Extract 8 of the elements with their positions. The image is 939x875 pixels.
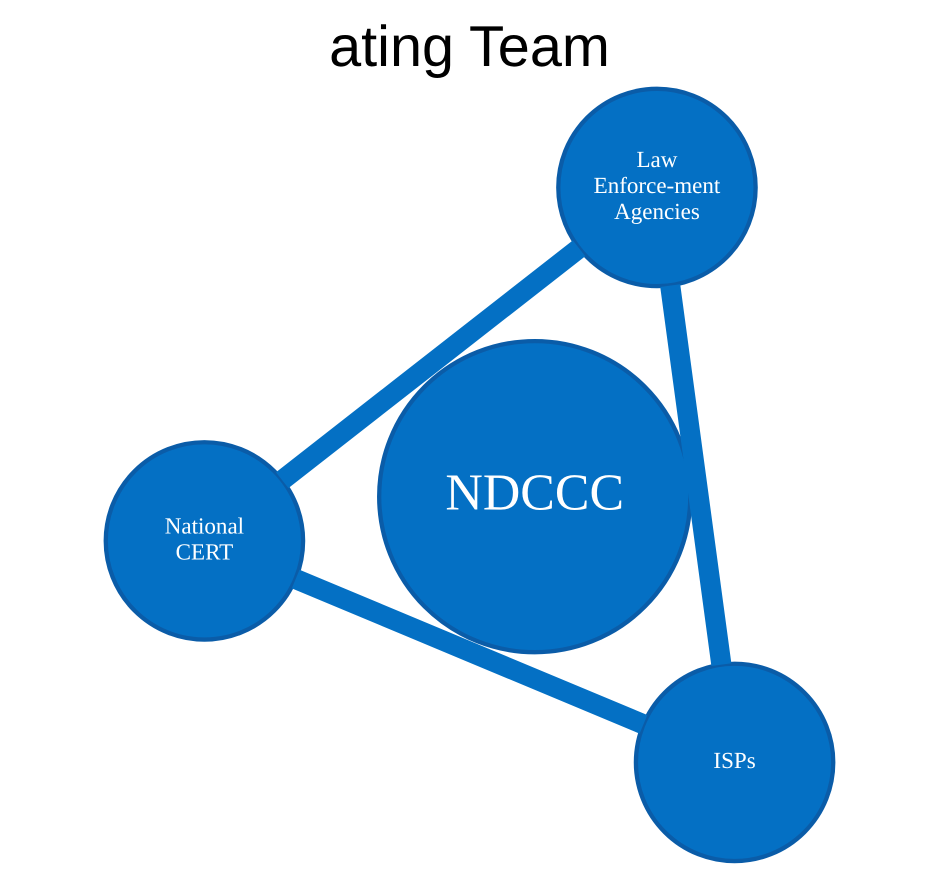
node-circle: Law Enforce-ment Agencies (556, 86, 758, 288)
connector (276, 240, 586, 488)
node-circle: ISPs (634, 662, 836, 864)
connector (660, 284, 732, 666)
connector (292, 570, 648, 734)
node-circle: NDCCC (377, 338, 692, 654)
diagram-title: ating Team (329, 14, 610, 79)
node-circle: National CERT (104, 440, 306, 642)
